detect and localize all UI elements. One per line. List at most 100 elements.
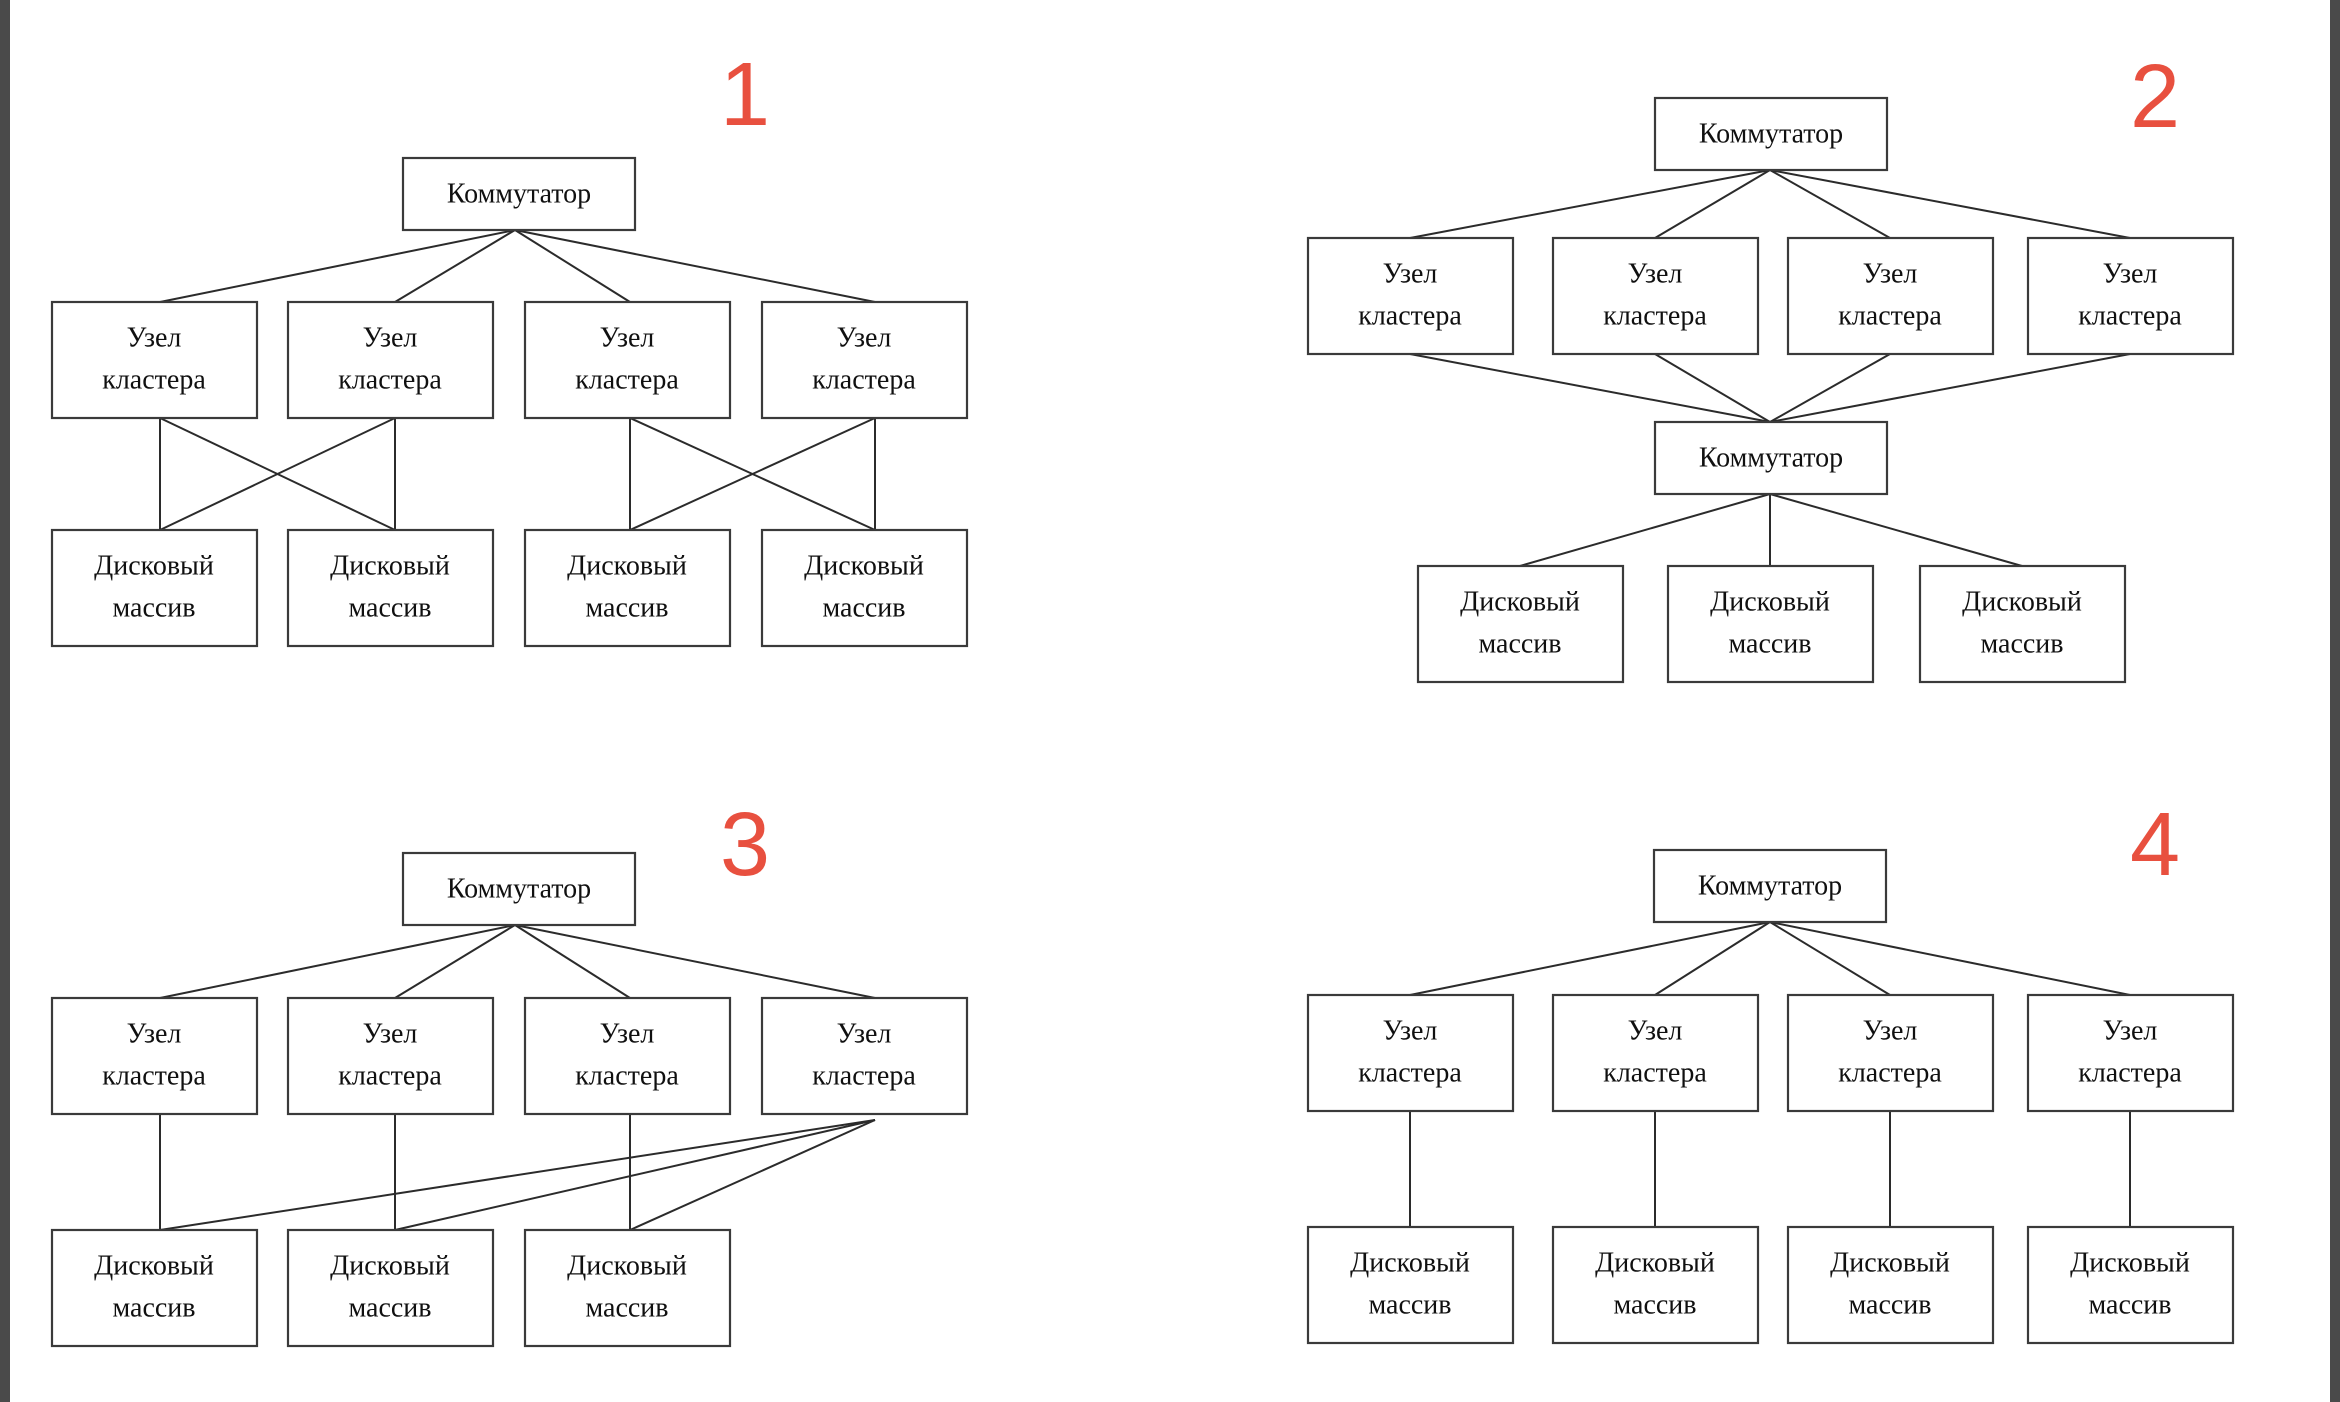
figure-number-4: 4: [2130, 795, 2181, 895]
diagram-4-disk-2: Дисковый массив: [1551, 1225, 1760, 1345]
diagram-3-node-3: Узел кластера: [523, 996, 732, 1116]
diagram-2-node-3: Узел кластера: [1786, 236, 1995, 356]
diagram-1-node-1: Узел кластера: [50, 300, 259, 420]
node-label-line1: Узел: [1628, 1015, 1683, 1046]
diagram-3-node-2: Узел кластера: [286, 996, 495, 1116]
disk-label-line2: массив: [822, 592, 905, 623]
diagram-4-node-3: Узел кластера: [1786, 993, 1995, 1113]
diagram-2-node-4: Узел кластера: [2026, 236, 2235, 356]
disk-label-line1: Дисковый: [1350, 1247, 1470, 1278]
diagram-3-disk-1: Дисковый массив: [50, 1228, 259, 1348]
node-label-line2: кластера: [812, 1060, 916, 1091]
disk-label-line1: Дисковый: [804, 550, 924, 581]
diagram-4-node-1: Узел кластера: [1306, 993, 1515, 1113]
diagram-2-switch-top: Коммутатор: [1653, 96, 1889, 172]
disk-label-line1: Дисковый: [567, 1250, 687, 1281]
disk-label-line1: Дисковый: [1595, 1247, 1715, 1278]
disk-label-line2: массив: [1478, 628, 1561, 659]
diagram-4-edges: [1409, 921, 2131, 1227]
node-label-line2: кластера: [1358, 1057, 1462, 1088]
disk-label-line2: массив: [585, 1292, 668, 1323]
diagram-1-switch: Коммутатор: [401, 156, 637, 232]
figure-number-2: 2: [2130, 47, 2181, 147]
diagram-4-disk-3: Дисковый массив: [1786, 1225, 1995, 1345]
switch-label: Коммутатор: [1699, 442, 1843, 473]
node-label-line1: Узел: [363, 1018, 418, 1049]
disk-label-line1: Дисковый: [1962, 586, 2082, 617]
disk-label-line2: массив: [112, 1292, 195, 1323]
figure-number-1: 1: [720, 45, 771, 145]
disk-label-line1: Дисковый: [330, 550, 450, 581]
disk-label-line1: Дисковый: [1830, 1247, 1950, 1278]
node-label-line1: Узел: [600, 1018, 655, 1049]
switch-label: Коммутатор: [1699, 118, 1843, 149]
diagram-4-disk-1: Дисковый массив: [1306, 1225, 1515, 1345]
node-label-line2: кластера: [1838, 300, 1942, 331]
switch-label: Коммутатор: [447, 178, 591, 209]
diagram-2-disk-2: Дисковый массив: [1666, 564, 1875, 684]
node-label-line1: Узел: [127, 322, 182, 353]
node-label-line1: Узел: [1863, 258, 1918, 289]
node-label-line1: Узел: [600, 322, 655, 353]
node-label-line2: кластера: [338, 364, 442, 395]
diagram-1-disk-2: Дисковый массив: [286, 528, 495, 648]
node-label-line2: кластера: [2078, 1057, 2182, 1088]
node-label-line2: кластера: [812, 364, 916, 395]
disk-label-line2: массив: [348, 1292, 431, 1323]
node-label-line1: Узел: [1383, 1015, 1438, 1046]
disk-label-line2: массив: [585, 592, 668, 623]
disk-label-line1: Дисковый: [567, 550, 687, 581]
disk-label-line2: массив: [1368, 1289, 1451, 1320]
diagram-3-node-1: Узел кластера: [50, 996, 259, 1116]
diagram-4: 4 Коммутатор Узел кластера: [1270, 790, 2270, 1390]
node-label-line2: кластера: [575, 364, 679, 395]
diagram-1-edges: [159, 229, 876, 531]
node-label-line2: кластера: [1358, 300, 1462, 331]
diagram-4-canvas: Коммутатор Узел кластера Узел кластера У…: [1306, 848, 2235, 1345]
node-label-line2: кластера: [2078, 300, 2182, 331]
disk-label-line1: Дисковый: [94, 1250, 214, 1281]
diagram-4-node-2: Узел кластера: [1551, 993, 1760, 1113]
node-label-line1: Узел: [837, 1018, 892, 1049]
switch-label: Коммутатор: [447, 873, 591, 904]
disk-label-line2: массив: [112, 592, 195, 623]
node-label-line1: Узел: [2103, 258, 2158, 289]
diagram-1: 1 Коммутатор: [30, 30, 1010, 650]
disk-label-line1: Дисковый: [1460, 586, 1580, 617]
node-label-line1: Узел: [1383, 258, 1438, 289]
node-label-line2: кластера: [102, 364, 206, 395]
node-label-line2: кластера: [1838, 1057, 1942, 1088]
diagram-2-canvas: Коммутатор Узел кластера Узел кластера У…: [1306, 96, 2235, 684]
diagram-3-canvas: Коммутатор Узел кластера Узел кластера У…: [50, 851, 969, 1348]
figure-number-3: 3: [720, 795, 771, 895]
diagram-page: 1 Коммутатор: [10, 0, 2330, 1402]
switch-label: Коммутатор: [1698, 870, 1842, 901]
diagram-3-edges: [159, 924, 876, 1231]
node-label-line1: Узел: [2103, 1015, 2158, 1046]
diagram-2-edges: [1409, 169, 2131, 567]
diagram-4-disk-4: Дисковый массив: [2026, 1225, 2235, 1345]
disk-label-line2: массив: [348, 592, 431, 623]
diagram-3: 3 Коммутатор: [30, 790, 1010, 1390]
diagram-1-canvas: Коммутатор Узел кластера Узел кластера У…: [50, 156, 969, 648]
diagram-1-disk-1: Дисковый массив: [50, 528, 259, 648]
node-label-line2: кластера: [1603, 1057, 1707, 1088]
node-label-line2: кластера: [338, 1060, 442, 1091]
disk-label-line2: массив: [2088, 1289, 2171, 1320]
disk-label-line1: Дисковый: [1710, 586, 1830, 617]
disk-label-line1: Дисковый: [2070, 1247, 2190, 1278]
node-label-line1: Узел: [1628, 258, 1683, 289]
diagram-1-node-4: Узел кластера: [760, 300, 969, 420]
disk-label-line2: массив: [1728, 628, 1811, 659]
node-label-line1: Узел: [1863, 1015, 1918, 1046]
node-label-line2: кластера: [102, 1060, 206, 1091]
disk-label-line2: массив: [1613, 1289, 1696, 1320]
diagram-2-node-1: Узел кластера: [1306, 236, 1515, 356]
diagram-3-disk-2: Дисковый массив: [286, 1228, 495, 1348]
diagram-3-disk-3: Дисковый массив: [523, 1228, 732, 1348]
diagram-1-disk-4: Дисковый массив: [760, 528, 969, 648]
diagram-4-switch: Коммутатор: [1652, 848, 1888, 924]
diagram-2-switch-bottom: Коммутатор: [1653, 420, 1889, 496]
diagram-1-node-3: Узел кластера: [523, 300, 732, 420]
diagram-4-node-4: Узел кластера: [2026, 993, 2235, 1113]
